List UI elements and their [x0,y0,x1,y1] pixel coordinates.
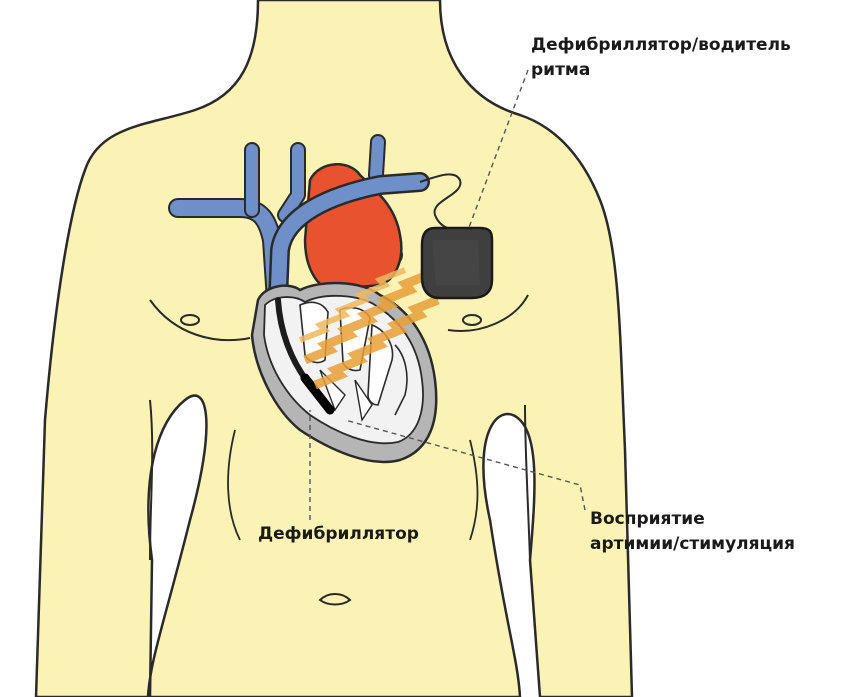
sensing-label-line1: Восприятие [590,509,705,529]
right-chest-line [447,294,529,332]
device-label-line1: Дефибриллятор/водитель [531,35,791,55]
abdomen-line-right [469,439,479,541]
sensing-label-line2: артимии/стимуляция [590,534,795,554]
pacing-lead-wire [419,173,462,233]
left-nipple [180,314,200,326]
abdomen-line-left [227,429,241,541]
device-label: Дефибриллятор/водитель ритма [531,33,791,83]
device-label-line2: ритма [531,60,591,80]
defibrillator-label: Дефибриллятор [258,522,419,547]
navel [318,593,352,606]
right-nipple [462,314,482,326]
left-arm-line [149,399,154,561]
left-chest-line [149,299,251,342]
defibrillator-coil [300,373,335,415]
device-leader-line [467,69,529,231]
defibrillator-label-text: Дефибриллятор [258,524,419,544]
right-arm-line [524,404,531,561]
sensing-label: Восприятие артимии/стимуляция [590,507,795,557]
defibrillator-pacemaker-device [420,226,494,300]
